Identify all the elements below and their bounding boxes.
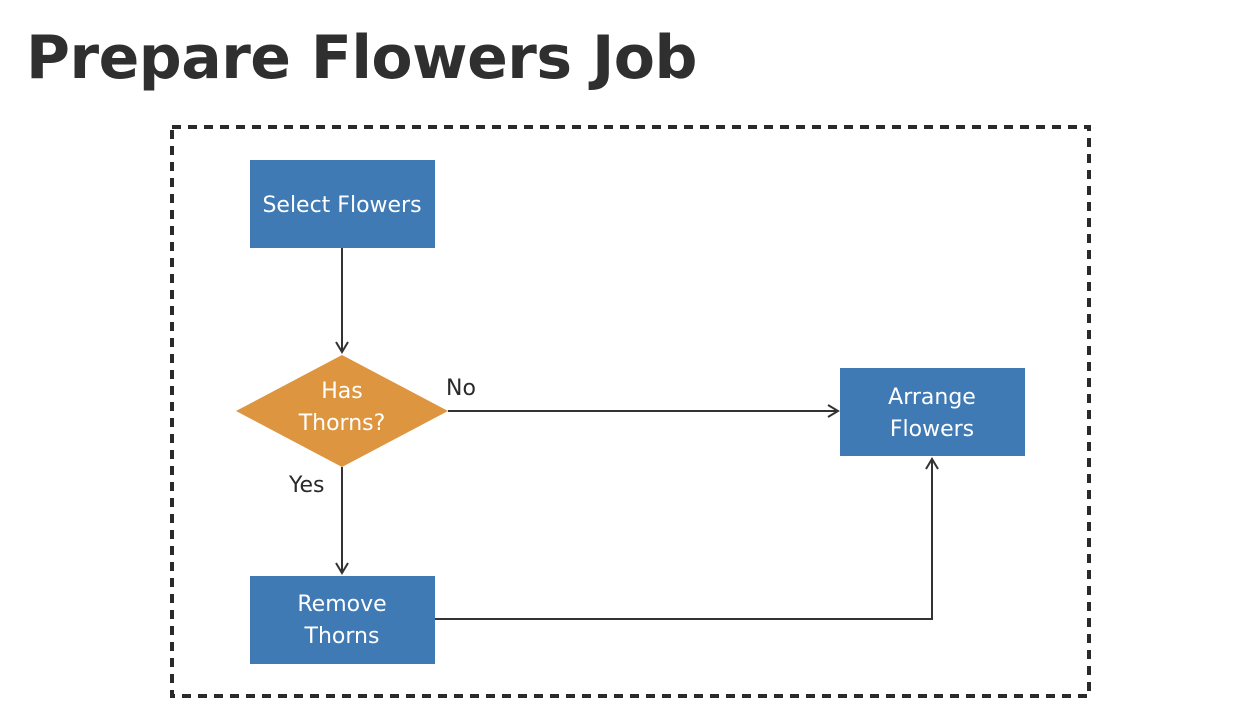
node-arrange-flowers-label-line1: Arrange (888, 385, 976, 410)
node-has-thorns-label-line1: Has (321, 379, 363, 404)
edge-label-no: No (446, 376, 476, 401)
node-arrange-flowers-label-line2: Flowers (890, 417, 974, 442)
node-has-thorns-label-line2: Thorns? (298, 411, 386, 436)
node-select-flowers-label: Select Flowers (262, 193, 421, 218)
node-remove-thorns-label-line1: Remove (297, 592, 386, 617)
node-select-flowers: Select Flowers (250, 160, 435, 248)
edge-label-yes: Yes (288, 473, 325, 498)
node-remove-thorns: Remove Thorns (250, 576, 435, 664)
page-title: Prepare Flowers Job (26, 23, 697, 93)
node-arrange-flowers: Arrange Flowers (840, 368, 1025, 456)
node-has-thorns: Has Thorns? (236, 355, 448, 467)
job-boundary (170, 125, 1091, 698)
edge-remove-to-arrange (435, 457, 939, 620)
node-remove-thorns-label-line2: Thorns (304, 624, 380, 649)
